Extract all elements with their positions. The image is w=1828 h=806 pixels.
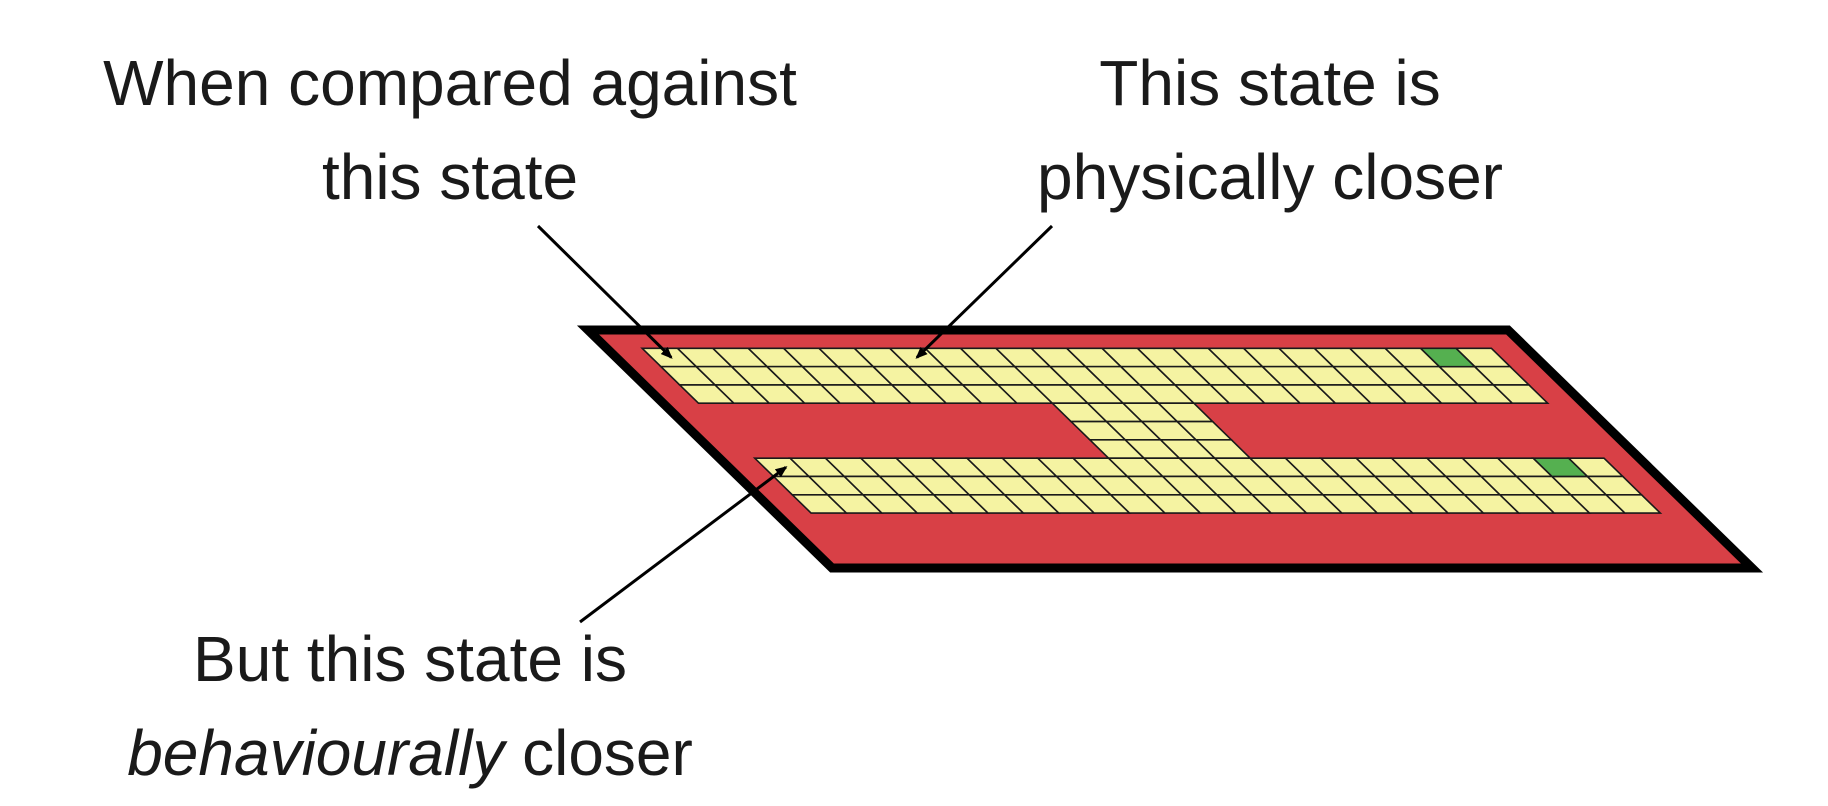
label-physical-line1: This state is <box>1099 47 1441 119</box>
label-behavioural-rest: closer <box>504 717 693 789</box>
goal-cell <box>1418 347 1477 368</box>
goal-cells <box>1418 347 1590 478</box>
arrow-physically-closer <box>915 224 1054 359</box>
label-physically-closer: This state is physically closer <box>990 36 1550 224</box>
label-compared-line2: this state <box>321 141 579 213</box>
label-behavioural-line2: behaviourally closer <box>60 706 760 800</box>
label-behaviourally-closer: But this state is behaviourally closer <box>60 612 760 800</box>
maze-floor <box>640 347 1663 514</box>
arrow-behaviourally-closer <box>579 466 788 624</box>
goal-cell <box>1531 457 1590 478</box>
label-behavioural-line1: But this state is <box>193 623 627 695</box>
label-behavioural-italic: behaviourally <box>127 717 505 789</box>
annotation-arrows <box>536 224 1054 624</box>
arrow-compared-state <box>536 224 673 359</box>
label-compared-line1: When compared against <box>103 47 797 119</box>
floor-cell <box>1604 493 1663 514</box>
floor-cell <box>1491 384 1550 405</box>
label-physical-line2: physically closer <box>1037 141 1503 213</box>
label-compared-state: When compared against this state <box>30 36 870 224</box>
